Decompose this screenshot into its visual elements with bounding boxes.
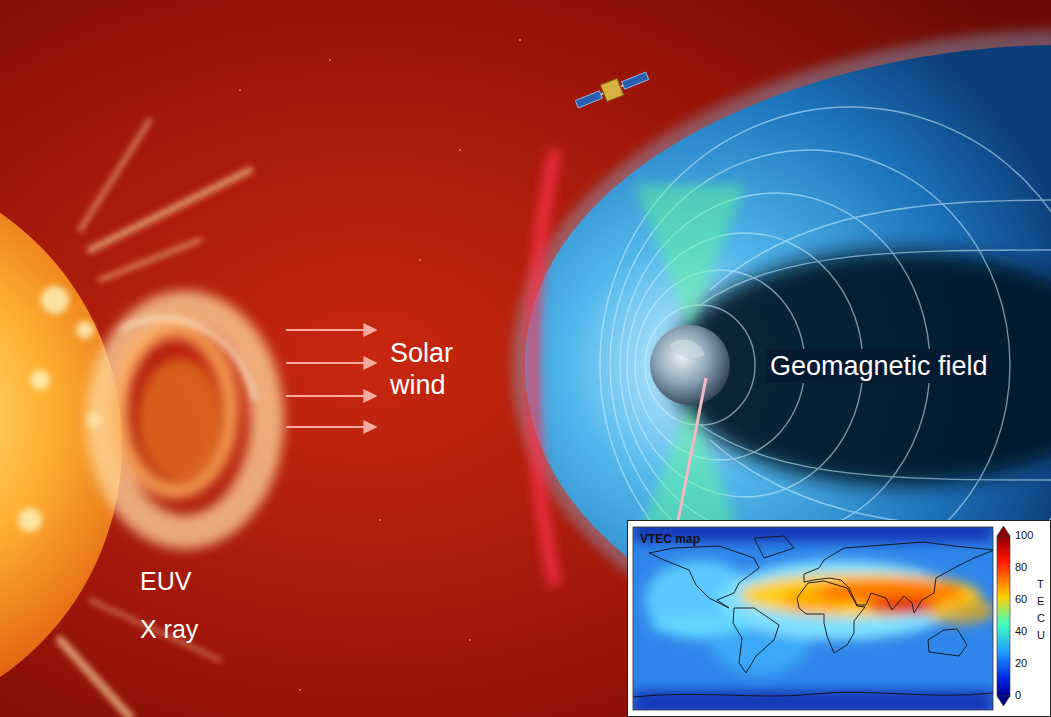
solar-wind-label: Solar wind xyxy=(390,337,482,402)
colorbar-tick: 80 xyxy=(1015,561,1027,574)
unit-letter: E xyxy=(1037,595,1044,608)
unit-letter: T xyxy=(1037,578,1044,591)
unit-letter: U xyxy=(1037,629,1045,642)
radiation-label: EUV xyxy=(140,566,191,596)
vtec-map-inset xyxy=(627,520,1051,717)
colorbar-tick: 0 xyxy=(1015,689,1021,702)
sun xyxy=(0,120,267,717)
colorbar-tick: 20 xyxy=(1015,657,1027,670)
field-label: Geomagnetic field xyxy=(766,349,992,383)
magnetosphere xyxy=(512,30,1051,705)
stars xyxy=(239,39,521,691)
radiation-label: X ray xyxy=(140,614,198,644)
satellite xyxy=(573,67,650,112)
unit-letter: C xyxy=(1037,612,1045,625)
map-inset-box: VTEC map xyxy=(627,520,1051,717)
solar-wind-arrows xyxy=(286,330,376,427)
earth xyxy=(650,325,730,405)
colorbar-tick: 100 xyxy=(1015,529,1033,542)
colorbar-tick: 40 xyxy=(1015,625,1027,638)
colorbar-tick: 60 xyxy=(1015,593,1027,606)
map-title: VTEC map xyxy=(640,532,700,546)
